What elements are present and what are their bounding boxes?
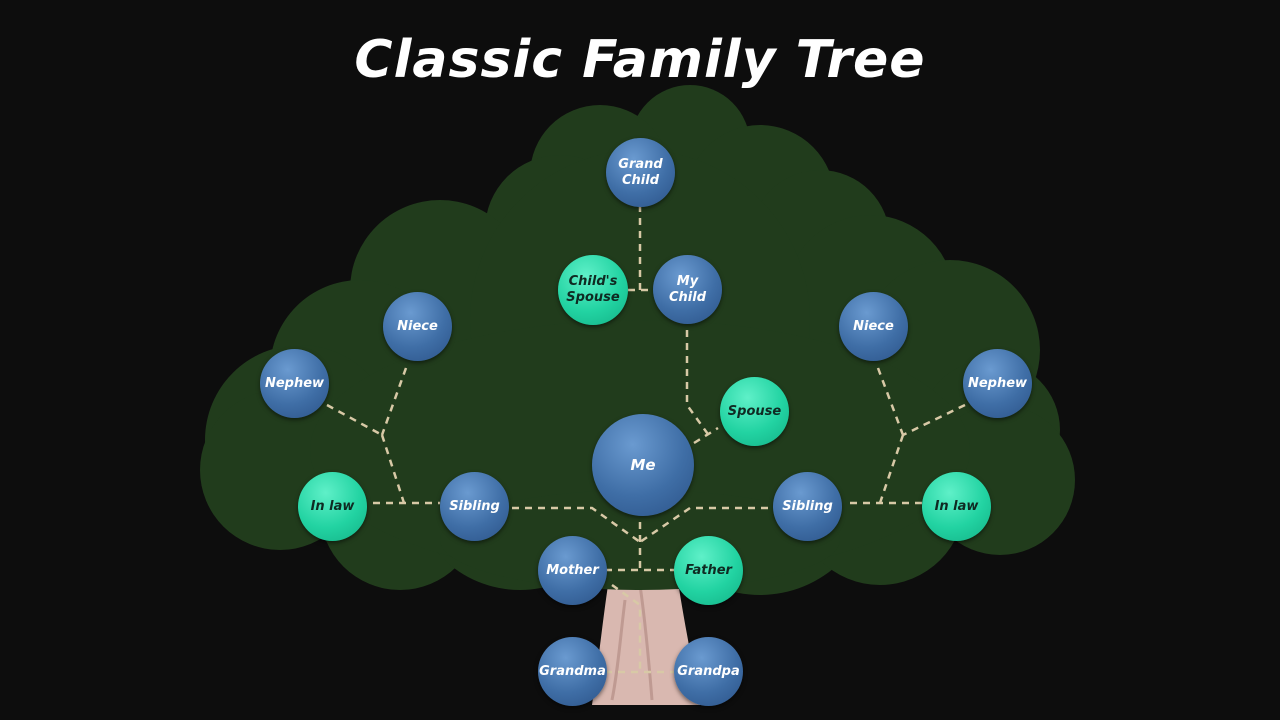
node-grandma: Grandma	[538, 637, 607, 706]
connector-mother-to-grandparents	[611, 583, 642, 672]
connector-lines	[326, 205, 966, 674]
node-childs-spouse: Child's Spouse	[558, 255, 628, 325]
connector-left-sibling	[512, 506, 641, 544]
node-grand-child: Grand Child	[606, 138, 675, 207]
node-me: Me	[592, 414, 694, 516]
node-in-law-left: In law	[298, 472, 367, 541]
node-sibling-right: Sibling	[773, 472, 842, 541]
node-mother: Mother	[538, 536, 607, 605]
node-my-child: My Child	[653, 255, 722, 324]
node-nephew-right: Nephew	[963, 349, 1032, 418]
node-niece-left: Niece	[383, 292, 452, 361]
node-niece-right: Niece	[839, 292, 908, 361]
connector-spouse	[693, 426, 719, 445]
node-father: Father	[674, 536, 743, 605]
page-title: Classic Family Tree	[354, 30, 926, 90]
node-in-law-right: In law	[922, 472, 991, 541]
node-grandpa: Grandpa	[674, 637, 743, 706]
trunk-texture	[610, 584, 654, 701]
connector-left-nephew	[326, 403, 383, 437]
node-spouse: Spouse	[720, 377, 789, 446]
connector-right-sibling	[639, 506, 768, 544]
connector-right-nephew	[902, 403, 966, 437]
node-sibling-left: Sibling	[440, 472, 509, 541]
node-nephew-left: Nephew	[260, 349, 329, 418]
